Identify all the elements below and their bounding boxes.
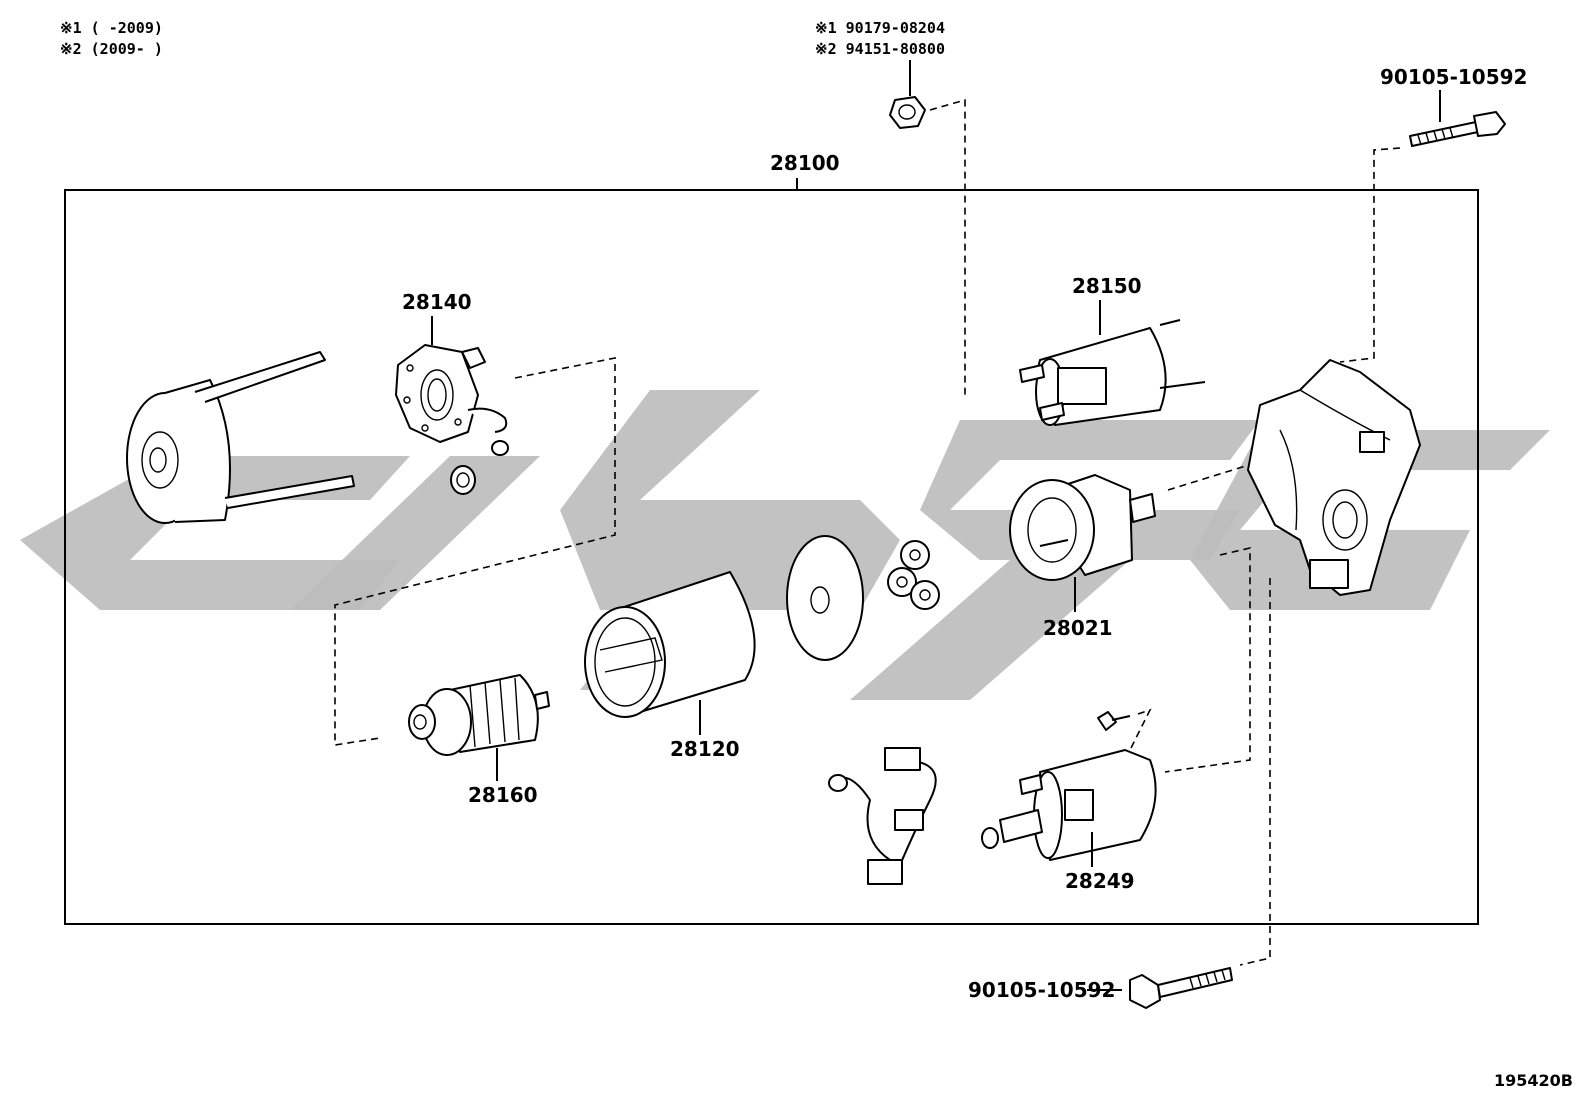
bolt-top-icon	[1409, 111, 1506, 147]
bolt-bottom-icon	[1129, 967, 1233, 1009]
lead-switch-part	[981, 749, 1157, 861]
label-bolt-top: 90105-10592	[1380, 65, 1527, 89]
gear-set-part	[887, 540, 940, 610]
label-lead-switch: 28249	[1065, 869, 1135, 893]
brush-spring-part	[450, 465, 476, 495]
starter-housing-part	[1247, 359, 1421, 596]
plate-part	[786, 535, 864, 661]
label-magnetic-switch: 28150	[1072, 274, 1142, 298]
small-bolt-icon	[1097, 711, 1131, 731]
label-yoke: 28120	[670, 737, 740, 761]
figure-code: 195420B	[1494, 1071, 1573, 1090]
brush-holder-part	[395, 344, 509, 456]
magnetic-switch-part	[1019, 319, 1206, 426]
assembly-frame	[64, 189, 1479, 925]
lead-wire-part	[828, 747, 937, 885]
armature-part	[408, 674, 550, 756]
clutch-assembly-part	[1009, 474, 1156, 581]
label-clutch-assembly: 28021	[1043, 616, 1113, 640]
note-line-1: ※1 ( -2009)	[60, 19, 163, 37]
label-assembly: 28100	[770, 151, 840, 175]
nut-note-1: ※1 90179-08204	[815, 19, 945, 37]
note-line-2: ※2 (2009- )	[60, 40, 163, 58]
label-brush-holder: 28140	[402, 290, 472, 314]
yoke-part	[584, 571, 756, 718]
nut-icon	[889, 96, 926, 129]
label-armature: 28160	[468, 783, 538, 807]
end-cover-part	[126, 351, 355, 524]
nut-note-2: ※2 94151-80800	[815, 40, 945, 58]
